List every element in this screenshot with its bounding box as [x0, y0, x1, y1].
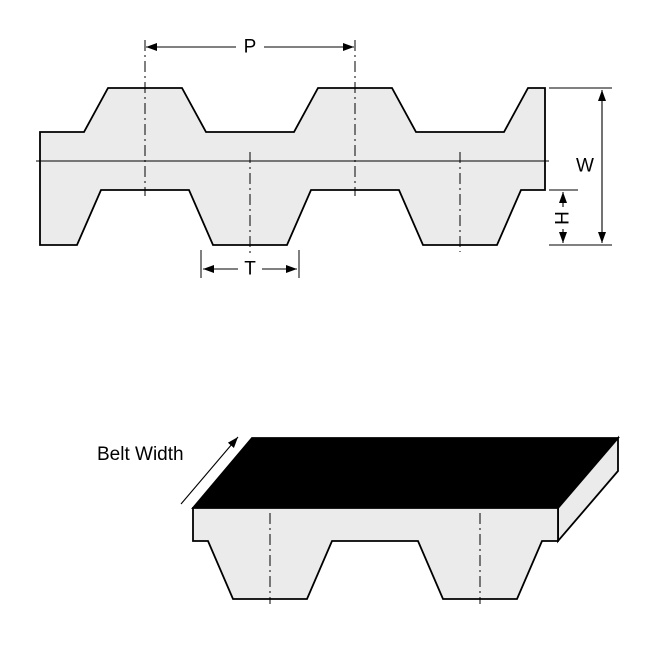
- t-dimension: T: [200, 250, 300, 280]
- belt-width-arrow: [180, 436, 239, 505]
- p-label: P: [244, 37, 257, 58]
- belt-width-label: Belt Width: [97, 444, 184, 465]
- perspective-view: Belt Width: [97, 435, 620, 604]
- h-dimension: H: [549, 189, 578, 243]
- belt-top-surface: [191, 437, 620, 509]
- belt-front-face: [192, 507, 559, 600]
- t-label: T: [244, 259, 256, 280]
- belt-width-annotation: Belt Width: [97, 436, 239, 505]
- w-dimension: W: [549, 87, 612, 246]
- w-label: W: [576, 156, 594, 177]
- h-label: H: [553, 211, 574, 225]
- p-dimension: P: [146, 37, 354, 58]
- cross-section-view: P W H T: [36, 37, 612, 280]
- belt-cross-section-profile: [39, 87, 546, 246]
